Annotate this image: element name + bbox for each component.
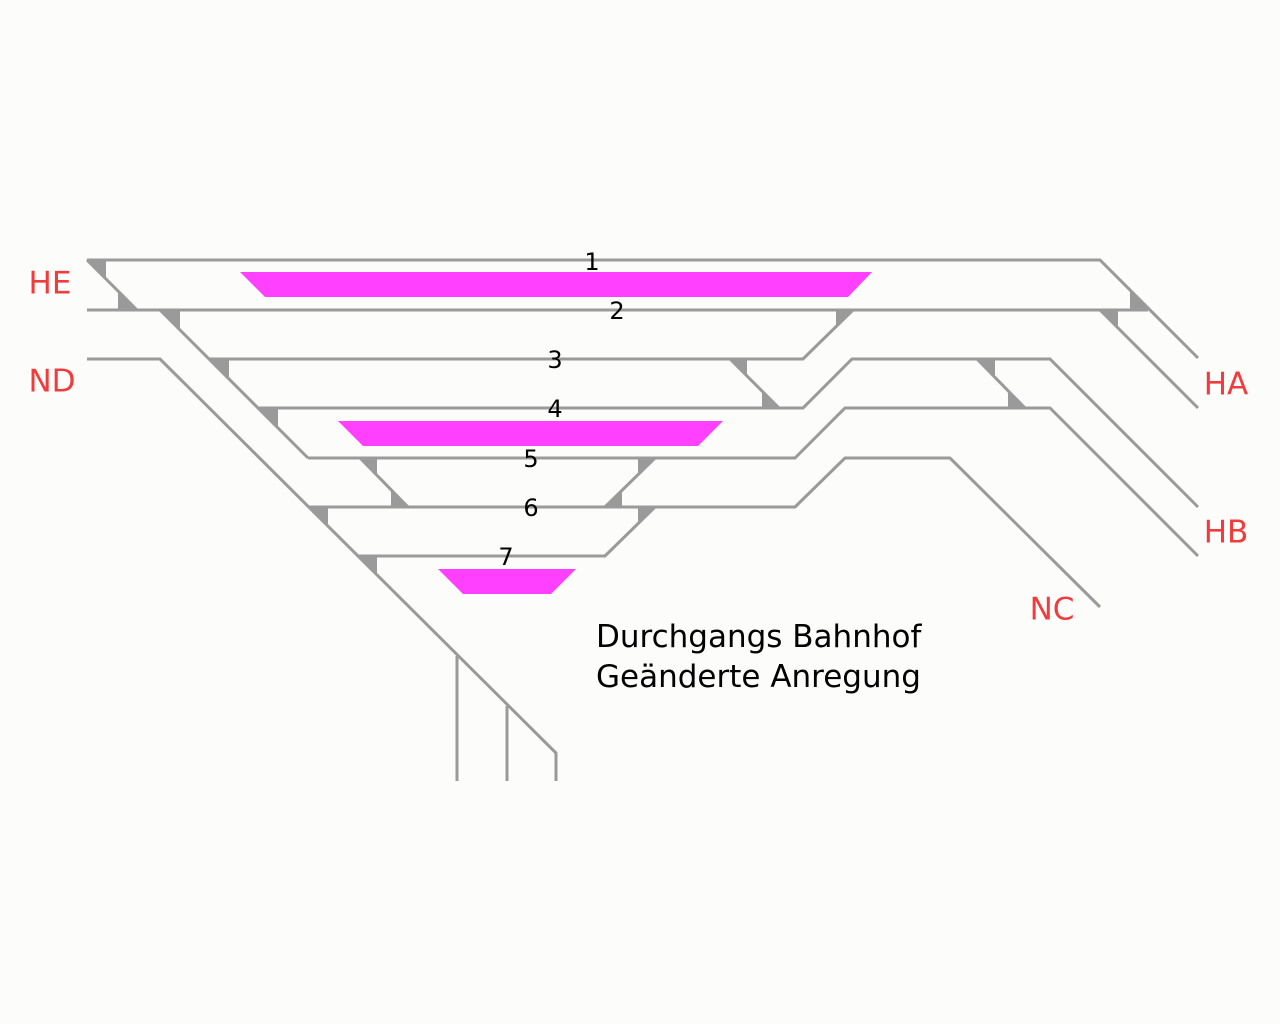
platform-1-2 [240, 272, 872, 297]
track-number-7: 7 [498, 543, 514, 571]
track-number-3: 3 [547, 346, 563, 374]
track-5 [308, 406, 1200, 558]
track-number-1: 1 [584, 248, 600, 276]
direction-label-hb: HB [1203, 514, 1249, 551]
track-1 [87, 258, 1200, 360]
track-number-4: 4 [547, 395, 563, 423]
track-6 [308, 456, 1102, 609]
crossover-he [85, 258, 139, 312]
track-number-5: 5 [523, 445, 539, 473]
crossover-3-4 [728, 357, 781, 410]
direction-label-nc: NC [1029, 591, 1075, 628]
direction-label-he: HE [28, 265, 72, 302]
direction-label-nd: ND [28, 363, 76, 400]
platform-7 [438, 569, 576, 594]
track-number-2: 2 [609, 297, 625, 325]
caption-line-2: Geänderte Anregung [596, 659, 921, 695]
crossover-4-5-right [975, 357, 1027, 410]
crossover-5-6-left [358, 456, 410, 509]
track-3 [209, 308, 855, 361]
track-2-to-ha [1098, 308, 1200, 410]
switch-markers [87, 260, 1148, 576]
diagonal-upper [158, 308, 310, 460]
direction-label-ha: HA [1203, 366, 1249, 403]
caption-line-1: Durchgangs Bahnhof [596, 619, 922, 655]
track-4 [258, 357, 1200, 509]
platform-4-5 [338, 421, 723, 446]
track-number-6: 6 [523, 494, 539, 522]
